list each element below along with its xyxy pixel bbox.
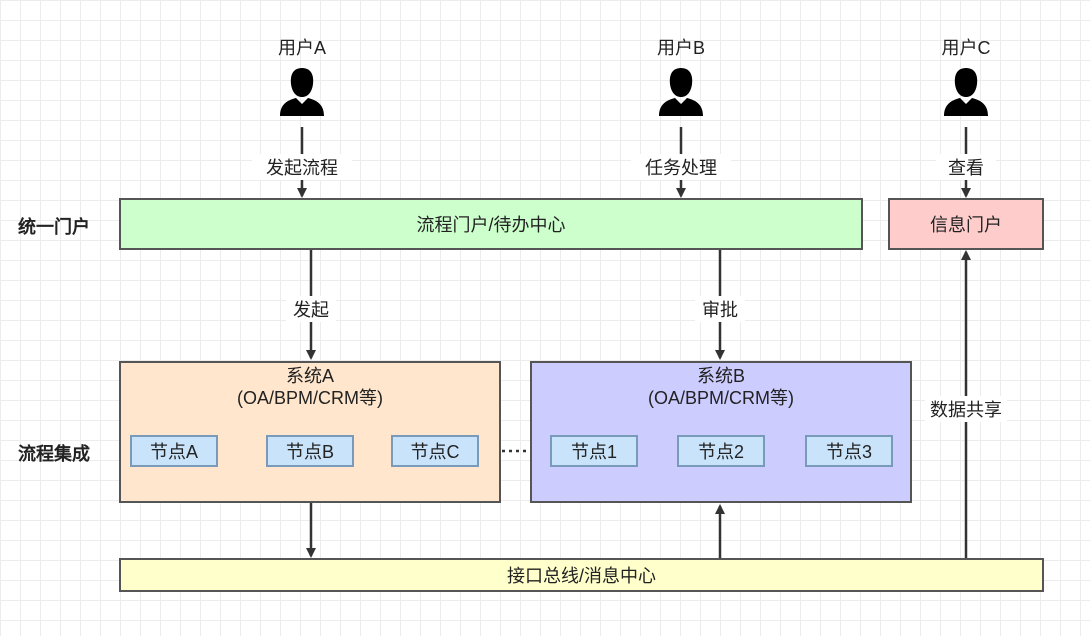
message-bus-box: 接口总线/消息中心: [119, 558, 1044, 592]
node-3: 节点3: [805, 435, 893, 467]
label-data-share: 数据共享: [925, 396, 1007, 422]
user-b-label: 用户B: [656, 38, 705, 58]
node-1: 节点1: [550, 435, 638, 467]
system-b-box: 系统B (OA/BPM/CRM等): [530, 361, 912, 503]
info-portal-box: 信息门户: [888, 198, 1044, 250]
system-a-box: 系统A (OA/BPM/CRM等): [119, 361, 501, 503]
system-b-title: 系统B: [696, 366, 745, 386]
label-initiate: 发起: [286, 296, 336, 322]
label-view: 查看: [936, 154, 996, 180]
user-c-label: 用户C: [941, 38, 991, 58]
user-c: 用户C: [921, 34, 1011, 116]
user-b-person-icon: [659, 68, 703, 116]
message-bus-label: 接口总线/消息中心: [506, 566, 656, 586]
label-approve: 审批: [695, 296, 745, 322]
user-a-label: 用户A: [277, 38, 326, 58]
node-1-label: 节点1: [570, 442, 617, 462]
section-label-portal: 统一门户: [18, 217, 90, 237]
system-a-title: 系统A: [285, 366, 334, 386]
portal-box-label: 流程门户/待办中心: [416, 215, 566, 235]
system-b-subtitle: (OA/BPM/CRM等): [648, 388, 794, 408]
system-a-subtitle: (OA/BPM/CRM等): [237, 388, 383, 408]
section-label-process: 流程集成: [18, 444, 90, 464]
node-c-label: 节点C: [410, 442, 460, 462]
node-b-label: 节点B: [285, 442, 334, 462]
node-a-label: 节点A: [149, 442, 198, 462]
label-initiate-process: 发起流程: [252, 154, 352, 180]
user-a: 用户A: [257, 34, 347, 116]
node-b: 节点B: [266, 435, 354, 467]
node-2-label: 节点2: [697, 442, 744, 462]
user-a-person-icon: [280, 68, 324, 116]
node-c: 节点C: [391, 435, 479, 467]
node-2: 节点2: [677, 435, 765, 467]
user-c-person-icon: [944, 68, 988, 116]
info-portal-label: 信息门户: [930, 215, 1002, 235]
node-a: 节点A: [130, 435, 218, 467]
label-task-processing: 任务处理: [631, 154, 731, 180]
portal-box: 流程门户/待办中心: [119, 198, 863, 250]
user-b: 用户B: [636, 34, 726, 116]
node-3-label: 节点3: [825, 442, 872, 462]
